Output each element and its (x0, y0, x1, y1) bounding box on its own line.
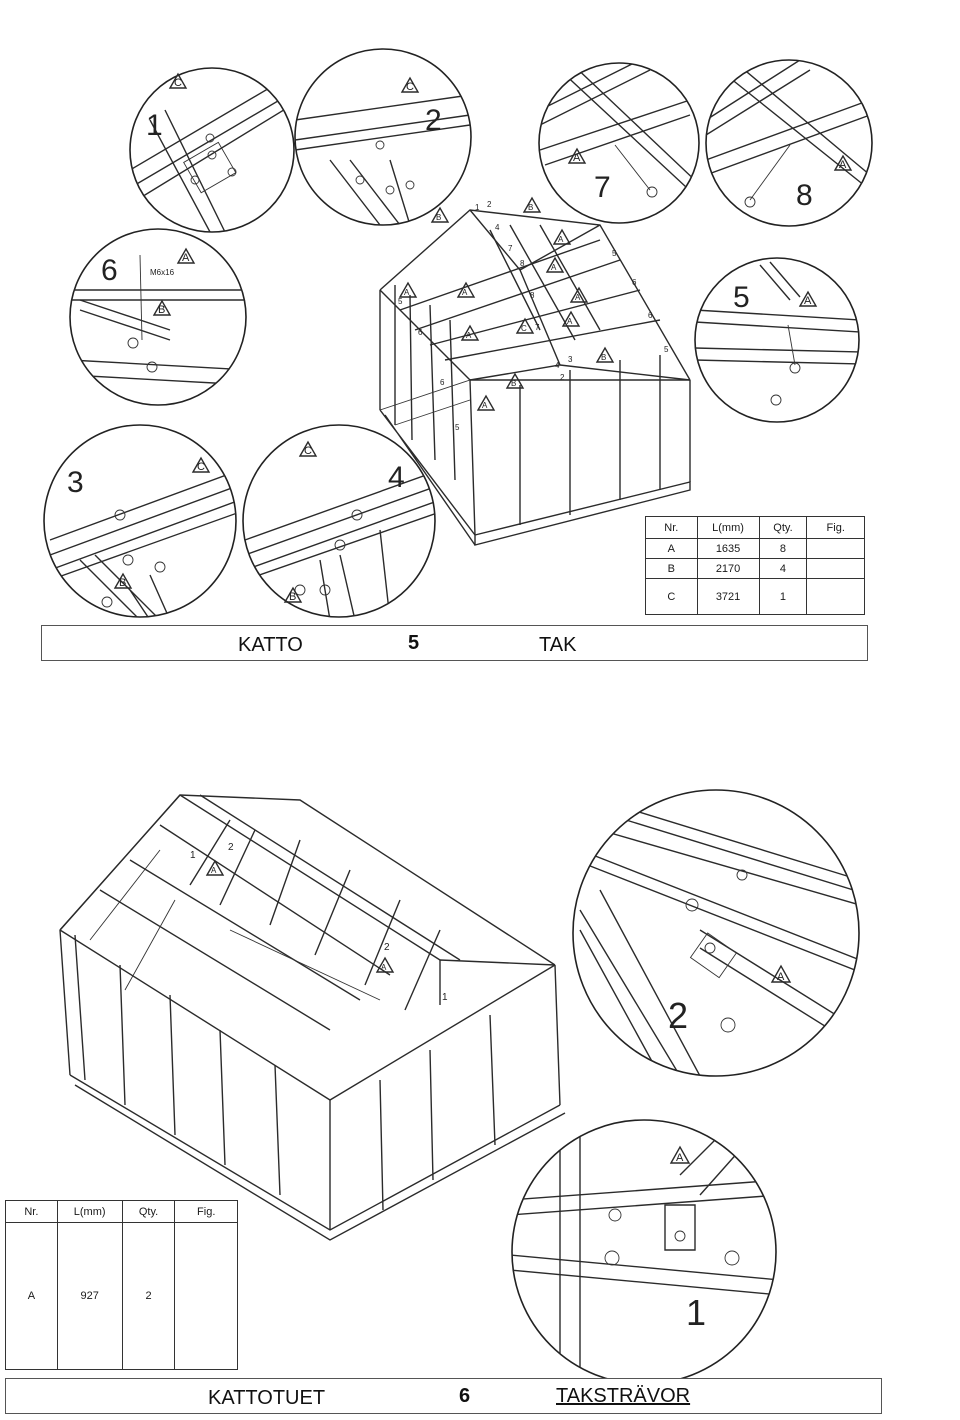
banner-title-finnish: KATTOTUET (208, 1387, 326, 1409)
col-fig: Fig. (174, 1200, 238, 1223)
svg-text:2: 2 (668, 995, 688, 1036)
svg-text:5: 5 (455, 423, 460, 432)
svg-text:A: A (381, 963, 387, 972)
svg-text:4: 4 (388, 461, 405, 494)
svg-text:4: 4 (555, 361, 560, 370)
svg-text:A: A (462, 288, 468, 297)
svg-text:7: 7 (535, 323, 540, 332)
svg-text:B: B (436, 213, 441, 222)
svg-text:A: A (573, 152, 581, 164)
step-number: 6 (459, 1385, 471, 1407)
step-number: 5 (408, 632, 420, 654)
svg-text:A: A (777, 971, 785, 983)
parts-table-top: Nr. L(mm) Qty. Fig. A 1635 8 B 2170 4 C … (645, 516, 865, 615)
svg-text:B: B (511, 379, 516, 388)
svg-text:8: 8 (520, 259, 525, 268)
banner-title-swedish: TAK (539, 634, 577, 656)
table-row: A 1635 8 (645, 538, 865, 559)
svg-text:7: 7 (594, 171, 611, 204)
svg-text:1: 1 (475, 203, 480, 212)
svg-text:5: 5 (733, 281, 750, 314)
detail-circle-2: 2 C (294, 48, 472, 226)
svg-text:6: 6 (440, 378, 445, 387)
svg-text:C: C (174, 77, 182, 89)
greenhouse-frame-drawing: A A 1 2 2 1 (59, 794, 566, 1241)
col-nr: Nr. (645, 516, 698, 539)
svg-text:A: A (676, 1152, 684, 1164)
svg-text:6: 6 (632, 278, 637, 287)
svg-text:A: A (211, 866, 217, 875)
svg-text:8: 8 (530, 291, 535, 300)
detail-circle-1: 1 C (129, 67, 295, 233)
banner-title-finnish: KATTO (238, 634, 303, 656)
svg-text:C: C (406, 81, 414, 93)
screw-spec-label: M6x16 (150, 268, 175, 277)
svg-text:2: 2 (384, 942, 390, 953)
svg-text:1: 1 (146, 109, 163, 142)
detail-circle-5: 5 A (694, 257, 860, 423)
svg-text:A: A (839, 159, 847, 171)
svg-text:5: 5 (398, 297, 403, 306)
svg-text:2: 2 (560, 373, 565, 382)
table-row: A 927 2 (5, 1222, 238, 1370)
svg-text:5: 5 (612, 249, 617, 258)
col-length: L(mm) (56, 1200, 123, 1223)
svg-text:C: C (197, 461, 205, 473)
svg-text:5: 5 (664, 345, 669, 354)
detail-circle-4: 4 C B (242, 424, 436, 618)
svg-text:2: 2 (425, 104, 442, 137)
col-qty: Qty. (121, 1200, 176, 1223)
svg-text:2: 2 (487, 200, 492, 209)
col-length: L(mm) (696, 516, 760, 539)
svg-text:A: A (804, 295, 812, 307)
svg-text:1: 1 (190, 850, 196, 861)
svg-text:6: 6 (101, 254, 118, 287)
detail-circle-3: 3 C B (43, 424, 237, 618)
svg-text:B: B (119, 577, 126, 589)
table-row: B 2170 4 (645, 558, 865, 579)
banner-title-swedish: TAKSTRÄVOR (556, 1385, 691, 1407)
detail-circle-8: 8 A (705, 59, 873, 227)
svg-text:A: A (575, 293, 581, 302)
svg-text:4: 4 (495, 223, 500, 232)
detail-circle-6: 6 M6x16 A B (69, 228, 247, 406)
svg-text:C: C (304, 445, 312, 457)
svg-text:A: A (558, 235, 564, 244)
section-banner-rafters: KATTOTUET 6 TAKSTRÄVOR (5, 1378, 882, 1414)
section-banner-roof: KATTO 5 TAK (41, 625, 868, 661)
table-row: C 3721 1 (645, 578, 865, 615)
svg-text:1: 1 (442, 992, 448, 1003)
parts-table-bottom: Nr. L(mm) Qty. Fig. A 927 2 (5, 1200, 238, 1370)
col-nr: Nr. (5, 1200, 58, 1223)
svg-text:1: 1 (686, 1292, 706, 1333)
svg-text:C: C (521, 324, 527, 333)
svg-text:3: 3 (568, 355, 573, 364)
detail-circle-bottom-1: 1 A (511, 1119, 777, 1385)
svg-text:A: A (182, 252, 190, 264)
svg-text:B: B (601, 353, 606, 362)
svg-text:A: A (482, 401, 488, 410)
svg-text:B: B (528, 203, 533, 212)
svg-text:A: A (466, 331, 472, 340)
svg-text:A: A (404, 288, 410, 297)
svg-text:2: 2 (228, 842, 234, 853)
svg-text:6: 6 (418, 328, 423, 337)
svg-text:B: B (289, 591, 296, 603)
svg-text:B: B (158, 304, 165, 316)
svg-text:A: A (567, 317, 573, 326)
svg-text:3: 3 (67, 466, 84, 499)
svg-text:6: 6 (648, 311, 653, 320)
detail-circle-7: 7 A (538, 62, 700, 224)
svg-text:A: A (551, 263, 557, 272)
svg-text:7: 7 (508, 244, 513, 253)
detail-circle-bottom-2: 2 A (572, 789, 860, 1077)
svg-text:8: 8 (796, 179, 813, 212)
col-fig: Fig. (806, 516, 865, 539)
col-qty: Qty. (758, 516, 808, 539)
